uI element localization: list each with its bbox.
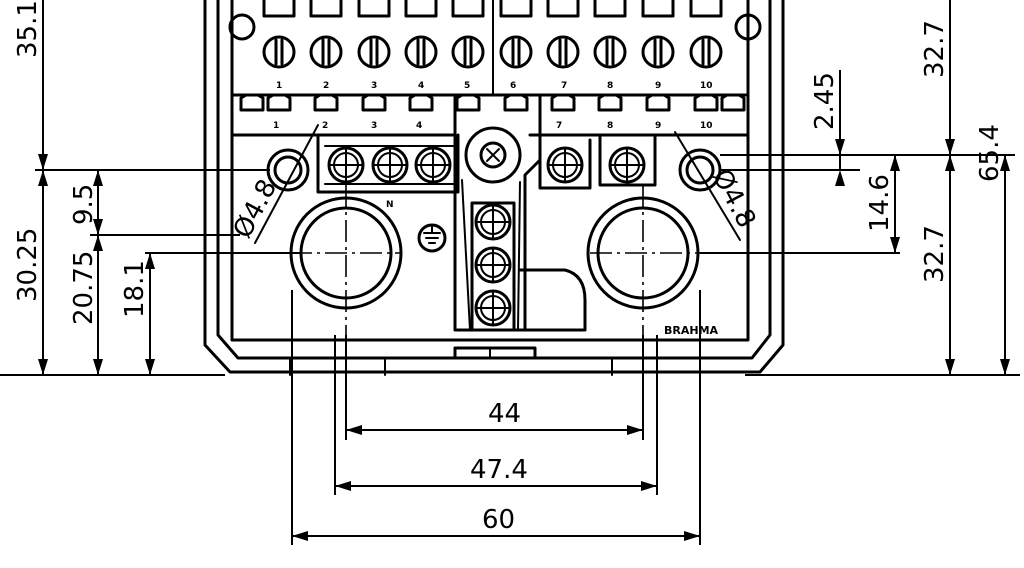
terminal-bump	[266, 93, 292, 112]
terminal-strip-line	[324, 145, 456, 185]
top-terminal-slot	[689, 0, 723, 18]
screw-cross	[475, 290, 511, 326]
upper-terminal-numbers: 1 2 3 4 5 6 7 8 9 10	[276, 81, 713, 91]
terminal-number: 7	[556, 121, 562, 131]
terminal-number: 6	[510, 81, 516, 91]
top-terminal-slot	[499, 0, 533, 18]
dim-30-25: 30.25	[13, 228, 43, 302]
screw-cross	[328, 147, 364, 183]
terminal-bump	[503, 93, 529, 112]
center-screw	[479, 141, 507, 169]
terminal-number: 7	[561, 81, 567, 91]
terminal-number: 10	[700, 81, 713, 91]
right-dimensions: 32.7 2.45 65.4 14.6 32.7	[700, 0, 1020, 376]
left-dimensions: 35.1 30.25 20.75 9.5 18.1	[0, 0, 300, 376]
center-screw-ring	[464, 126, 522, 184]
screw-cross	[547, 147, 583, 183]
dim-2-45: 2.45	[810, 72, 840, 130]
dim-60: 60	[482, 505, 515, 535]
large-holes	[289, 185, 700, 360]
terminal-bump	[720, 93, 746, 112]
top-screw	[404, 35, 438, 69]
top-screw	[499, 35, 533, 69]
dim-32-7-bottom: 32.7	[920, 225, 950, 283]
lower-terminal-block: N BRAHMA	[230, 93, 750, 337]
terminal-number: 5	[464, 81, 470, 91]
top-terminal-slot	[546, 0, 580, 18]
dim-9-5: 9.5	[69, 184, 99, 225]
dim-44: 44	[488, 399, 521, 429]
top-screw	[546, 35, 580, 69]
terminal-bump	[408, 93, 434, 112]
dim-65-4: 65.4	[975, 124, 1005, 182]
dim-18-1: 18.1	[120, 260, 150, 318]
terminal-number: 8	[607, 121, 613, 131]
top-terminal-slot	[593, 0, 627, 18]
terminal-number: 2	[322, 121, 328, 131]
terminal-number: 3	[371, 121, 377, 131]
vertical-terminal-strip	[470, 201, 516, 332]
lower-terminal-numbers: 1 2 3 4 7 8 9 10	[273, 121, 713, 131]
top-screw	[593, 35, 627, 69]
terminal-number: 3	[371, 81, 377, 91]
top-terminal-slot	[309, 0, 343, 18]
terminal-number: 4	[416, 121, 422, 131]
top-terminal-slot	[641, 0, 675, 18]
dim-47-4: 47.4	[470, 455, 528, 485]
top-screw	[309, 35, 343, 69]
top-screw	[641, 35, 675, 69]
terminal-bump	[550, 93, 576, 112]
terminal-number: 9	[655, 121, 661, 131]
terminal-bump	[597, 93, 623, 112]
dia-left: Ø4.8	[228, 175, 284, 244]
screw-cross	[372, 147, 408, 183]
terminal-bump	[313, 93, 339, 112]
mounting-hole-right-top	[734, 13, 762, 41]
top-screw	[451, 35, 485, 69]
terminal-number: 4	[418, 81, 424, 91]
dim-32-7-top: 32.7	[920, 20, 950, 78]
top-screw	[689, 35, 723, 69]
top-screw	[262, 35, 296, 69]
screw-cross	[475, 247, 511, 283]
terminal-bump	[239, 93, 265, 112]
screw-cross	[475, 204, 511, 240]
terminal-number: 8	[607, 81, 613, 91]
top-terminal-slot	[357, 0, 391, 18]
housing-outline	[203, 0, 785, 376]
dim-35-1: 35.1	[13, 0, 43, 58]
small-holes	[254, 124, 741, 244]
terminal-number: 1	[276, 81, 282, 91]
bottom-dimensions: 44 47.4 60	[291, 290, 701, 545]
dim-20-75: 20.75	[69, 251, 99, 325]
screw-cross	[609, 147, 645, 183]
terminal-number: 10	[700, 121, 713, 131]
terminal-number: 9	[655, 81, 661, 91]
terminal-bump	[693, 93, 719, 112]
screw-cross	[415, 147, 451, 183]
neutral-label: N	[386, 200, 394, 210]
mounting-hole-left-top	[228, 13, 256, 41]
upper-terminal-row	[228, 0, 762, 112]
top-terminal-slot	[451, 0, 485, 18]
top-screw	[357, 35, 391, 69]
terminal-number: 2	[323, 81, 329, 91]
top-terminal-slot	[404, 0, 438, 18]
brand-label: BRAHMA	[664, 324, 719, 337]
terminal-bump	[455, 93, 481, 112]
terminal-bump	[361, 93, 387, 112]
top-terminal-slot	[262, 0, 296, 18]
terminal-bump	[645, 93, 671, 112]
dim-14-6: 14.6	[865, 174, 895, 232]
terminal-number: 1	[273, 121, 279, 131]
